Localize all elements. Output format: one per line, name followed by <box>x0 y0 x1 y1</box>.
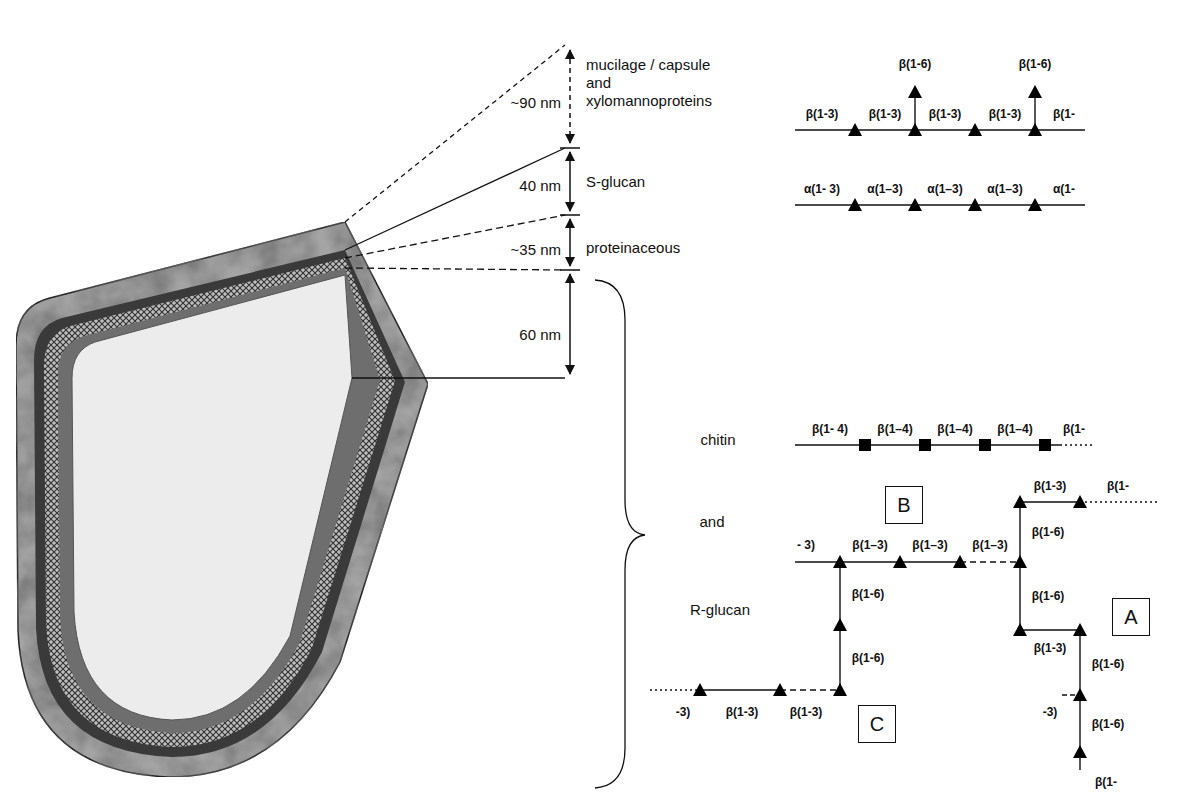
linkage-label: β(1-6) <box>1091 657 1126 671</box>
glucose-triangle <box>1073 623 1087 636</box>
layer-label: mucilage / capsule and xylomannoproteins <box>585 56 727 110</box>
glucose-triangle <box>908 198 922 211</box>
dimension-arrows <box>569 50 571 374</box>
linkage-label: -3) <box>1042 705 1059 719</box>
glucose-triangle <box>1073 688 1087 701</box>
linkage-label: β(1-3) <box>1033 641 1068 655</box>
linkage-label: β(1-6) <box>851 587 886 601</box>
glucose-triangle <box>1028 198 1042 211</box>
cytoplasm <box>72 275 352 720</box>
linkage-label: β(1-6) <box>1031 525 1066 539</box>
layer-label: ~35 nm <box>510 241 562 259</box>
layer-label: chitin <box>699 431 736 449</box>
linkage-label: β(1- <box>1052 107 1076 121</box>
glucose-triangle <box>848 123 862 136</box>
linkage-label: β(1-6) <box>898 57 933 71</box>
box-letter: B <box>897 494 910 517</box>
mucilage-layer <box>16 222 428 777</box>
glcnac-square <box>979 439 991 451</box>
linkage-label: β(1-3) <box>988 107 1023 121</box>
layer-label: proteinaceous <box>585 239 681 257</box>
box-letter: A <box>1124 606 1137 629</box>
glucose-triangle <box>833 555 847 568</box>
glucose-triangle <box>1013 495 1027 508</box>
glucose-triangle <box>1013 623 1027 636</box>
glcnac-square <box>919 439 931 451</box>
sugar-units <box>693 85 1087 758</box>
glucose-triangle <box>1013 555 1027 568</box>
glucose-triangle <box>693 683 707 696</box>
linkage-label: α(1–3) <box>926 182 963 196</box>
linkage-label: β(1-6) <box>851 651 886 665</box>
glucose-triangle <box>1073 495 1087 508</box>
linkage-label: α(1- <box>1052 182 1076 196</box>
glucose-triangle <box>908 123 922 136</box>
layer-label: R-glucan <box>689 601 751 619</box>
layer-label: ~90 nm <box>510 94 562 112</box>
glucose-triangle <box>833 683 847 696</box>
layer-label: 40 nm <box>518 177 562 195</box>
linkage-label: β(1- <box>1094 775 1118 789</box>
linkage-label: β(1–4) <box>936 422 973 436</box>
linkage-label: β(1-3) <box>725 705 760 719</box>
layer-label: S-glucan <box>585 173 646 191</box>
linkage-label: β(1–4) <box>876 422 913 436</box>
glucose-triangle <box>1028 123 1042 136</box>
s-glucan-layer <box>34 250 405 757</box>
linkage-label: β(1-3) <box>868 107 903 121</box>
letter-box: C <box>858 705 896 743</box>
glucose-triangle <box>953 555 967 568</box>
leader-lines <box>345 45 580 378</box>
linkage-label: β(1-3) <box>789 705 824 719</box>
letter-box: A <box>1112 598 1150 636</box>
linkage-label: β(1- 4) <box>811 422 849 436</box>
chitin-layer <box>58 268 380 733</box>
glucose-triangle <box>1073 745 1087 758</box>
glucose-triangle <box>968 198 982 211</box>
box-letter: C <box>870 713 884 736</box>
glucose-triangle <box>968 123 982 136</box>
layer-label: 60 nm <box>518 326 562 344</box>
glcnac-square <box>1039 439 1051 451</box>
linkage-label: β(1-6) <box>1018 57 1053 71</box>
linkage-label: α(1- 3) <box>803 182 841 196</box>
linkage-label: β(1- <box>1106 479 1130 493</box>
brace <box>595 280 645 788</box>
linkage-label: β(1-6) <box>1091 717 1126 731</box>
glucose-triangle <box>1028 85 1042 98</box>
glucose-triangle <box>848 198 862 211</box>
linkage-label: -3) <box>675 705 692 719</box>
linkage-label: - 3) <box>796 538 816 552</box>
linkage-label: β(1-3) <box>1033 479 1068 493</box>
glucose-triangle <box>833 618 847 631</box>
glucose-triangle <box>893 555 907 568</box>
protein-layer <box>44 258 395 747</box>
glucose-triangle <box>908 85 922 98</box>
linkage-label: β(1-3) <box>928 107 963 121</box>
linkage-label: β(1–3) <box>971 538 1008 552</box>
linkage-label: α(1–3) <box>866 182 903 196</box>
linkage-label: β(1–3) <box>911 538 948 552</box>
linkage-label: β(1–3) <box>851 538 888 552</box>
letter-box: B <box>885 486 923 524</box>
linkage-label: α(1–3) <box>986 182 1023 196</box>
linkage-label: β(1-3) <box>805 107 840 121</box>
glcnac-square <box>859 439 871 451</box>
linkage-label: β(1- <box>1062 422 1086 436</box>
layer-label: and <box>698 513 725 531</box>
glucose-triangle <box>773 683 787 696</box>
glycosidic-bonds <box>650 92 1160 770</box>
linkage-label: β(1-6) <box>1031 589 1066 603</box>
linkage-label: β(1–4) <box>996 422 1033 436</box>
